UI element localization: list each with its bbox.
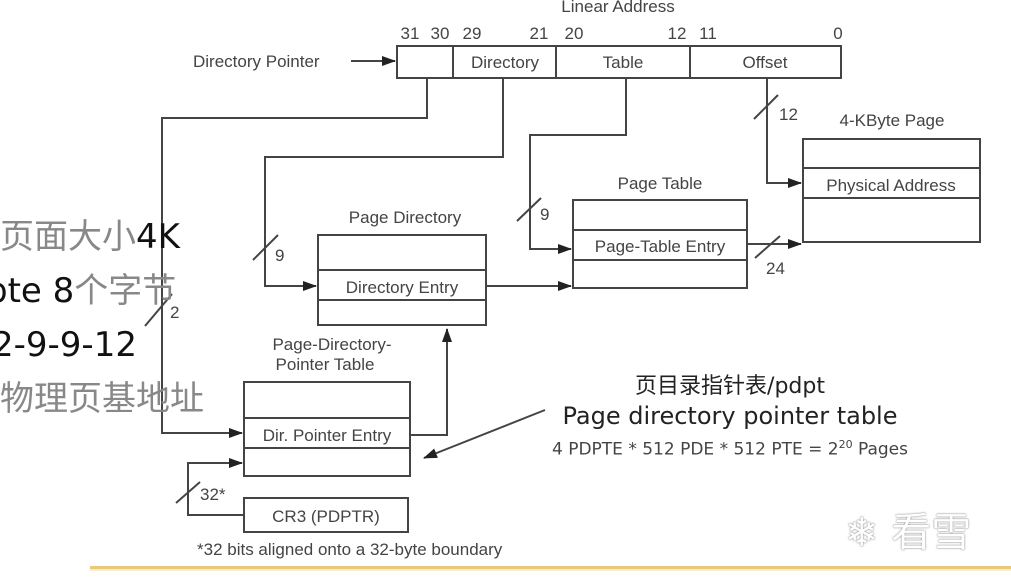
annotation-formula: 4 PDPTE * 512 PDE * 512 PTE = 220 Pages xyxy=(551,438,908,460)
field-table: Table xyxy=(603,53,644,72)
bit-label: 31 xyxy=(401,24,420,43)
physical-address-entry: Physical Address xyxy=(826,176,955,195)
bit-label: 12 xyxy=(668,24,687,43)
width-slash xyxy=(252,234,279,261)
linear-address-title: Linear Address xyxy=(561,0,674,16)
table-index-line xyxy=(529,78,627,254)
bit-label: 0 xyxy=(833,24,842,43)
side-notes: 页面大小4K pte 8个字节 2-9-9-12 物理页基地址 xyxy=(0,210,204,426)
offset-width: 12 xyxy=(779,105,798,124)
page-4k: Physical Address xyxy=(802,138,981,243)
bit-label: 29 xyxy=(463,24,482,43)
bit-label: 21 xyxy=(530,24,549,43)
cr3-label: CR3 (PDPTR) xyxy=(272,507,380,526)
pdpt-title-line1: Page-Directory- xyxy=(272,335,391,354)
note-line-2: pte 8个字节 xyxy=(0,271,177,311)
table-index-width: 9 xyxy=(540,205,549,224)
bottom-rule-shadow xyxy=(90,569,1011,571)
bottom-rule xyxy=(90,566,1011,569)
footnote: *32 bits aligned onto a 32-byte boundary xyxy=(197,540,503,559)
annotation-title-en: Page directory pointer table xyxy=(562,402,898,430)
field-directory: Directory xyxy=(471,53,540,72)
linear-address-register: Directory Table Offset xyxy=(396,45,842,79)
pdpt-index-line xyxy=(161,78,428,438)
dir-pointer-entry: Dir. Pointer Entry xyxy=(263,426,392,445)
page-directory-table: Directory Entry xyxy=(317,234,487,326)
directory-pointer-label: Directory Pointer xyxy=(193,52,320,71)
cr3-width: 32* xyxy=(200,485,226,504)
pdpt-annotation: 页目录指针表/pdpt Page directory pointer table… xyxy=(540,368,920,460)
cr3-to-pdpt-arrow xyxy=(187,458,244,516)
pdpte-to-page-directory-arrow xyxy=(410,328,452,436)
bit-labels: 31 30 29 21 20 12 11 0 xyxy=(401,24,843,43)
bit-label: 11 xyxy=(699,24,717,43)
pdpt-table: Dir. Pointer Entry xyxy=(243,381,411,477)
directory-entry: Directory Entry xyxy=(346,278,459,297)
note-line-4: 物理页基地址 xyxy=(0,379,204,419)
page-directory-title: Page Directory xyxy=(349,208,462,227)
width-slash xyxy=(753,94,779,120)
watermark: ❄ 看雪 xyxy=(845,500,971,558)
annotation-title-cn: 页目录指针表/pdpt xyxy=(635,374,825,399)
offset-line xyxy=(766,78,802,188)
note-line-3: 2-9-9-12 xyxy=(0,325,137,365)
pdpt-title-line2: Pointer Table xyxy=(276,355,375,374)
watermark-text: 看雪 xyxy=(891,510,972,556)
pdpt-index-width: 2 xyxy=(170,303,179,322)
snowflake-icon: ❄ xyxy=(845,510,879,556)
page-table: Page-Table Entry xyxy=(572,199,748,289)
directory-index-line xyxy=(264,78,504,291)
annotation-arrow xyxy=(423,409,546,459)
width-slash xyxy=(175,481,201,504)
field-offset: Offset xyxy=(742,53,787,72)
width-slash xyxy=(516,197,542,222)
width-slash xyxy=(754,235,781,259)
page-table-title: Page Table xyxy=(618,174,703,193)
directory-index-width: 9 xyxy=(275,246,284,265)
page-4k-title: 4-KByte Page xyxy=(840,111,945,130)
page-table-entry: Page-Table Entry xyxy=(595,237,726,256)
note-line-1: 页面大小4K xyxy=(0,217,180,257)
pte-out-width: 24 xyxy=(766,259,785,278)
width-slash xyxy=(144,293,173,327)
bit-label: 20 xyxy=(565,24,584,43)
bit-label: 30 xyxy=(431,24,450,43)
cr3-register: CR3 (PDPTR) xyxy=(243,497,409,533)
